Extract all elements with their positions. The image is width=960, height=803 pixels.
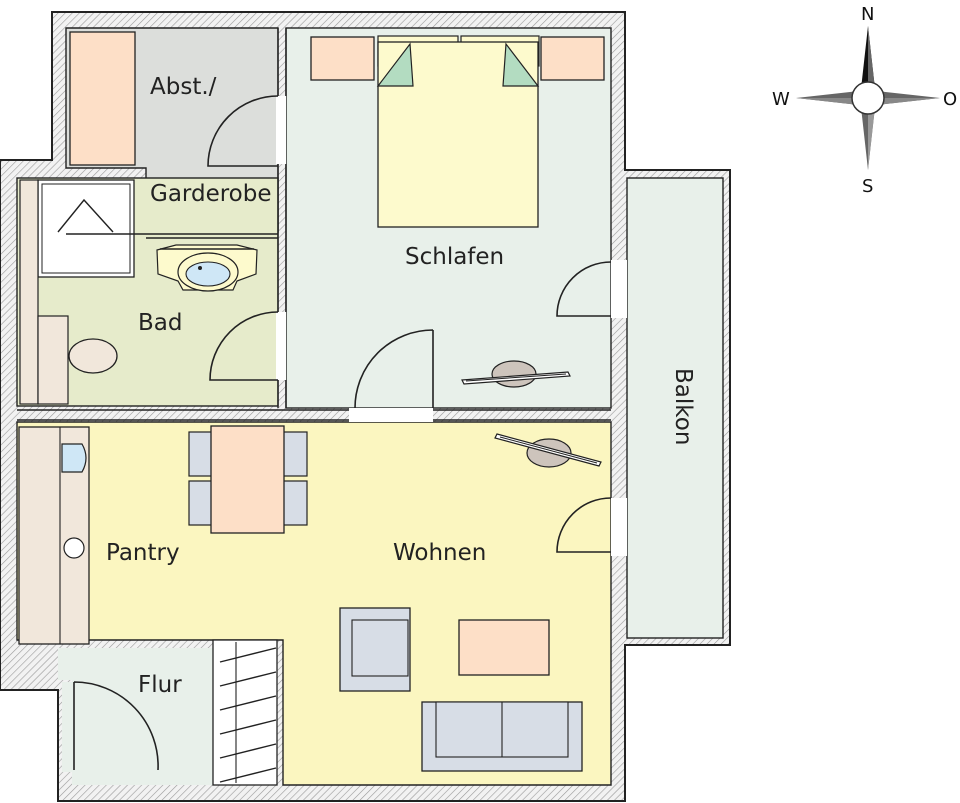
compass-s: S: [862, 176, 873, 197]
wardrobe: [212, 639, 278, 786]
hallway-wardrobe: [212, 639, 278, 786]
compass-o: O: [943, 89, 957, 110]
duvet-corner-right: [502, 42, 540, 87]
label-balkon: Balkon: [670, 368, 696, 445]
nightstand-right: [540, 36, 605, 81]
chair-top-right: [282, 431, 308, 477]
storage-shelf: [69, 31, 136, 166]
living-furniture: [188, 425, 602, 772]
label-abstellraum: Abst./: [150, 74, 217, 100]
coffee-table: [458, 619, 550, 676]
compass-n: N: [861, 4, 874, 25]
hob-burner: [63, 537, 85, 559]
label-wohnen: Wohnen: [393, 540, 486, 566]
wohnen-floor: [16, 421, 612, 786]
compass-w: W: [772, 89, 790, 110]
dining-table: [210, 425, 285, 534]
toilet-bowl: [68, 338, 118, 374]
shower-tray: [37, 179, 135, 278]
bathroom-fixtures: [19, 179, 258, 405]
kitchen-sink: [61, 443, 87, 473]
nightstand-left: [310, 36, 375, 81]
duvet-corner-left: [376, 42, 414, 87]
toilet-cistern: [37, 315, 69, 405]
room-labels: Abst./ Garderobe Schlafen Bad Pantry Woh…: [106, 74, 696, 698]
label-flur: Flur: [138, 672, 182, 698]
pantry-kitchen: [18, 426, 90, 645]
bathroom-counter: [19, 179, 39, 405]
compass-rose: N S W O: [772, 4, 957, 197]
label-garderobe: Garderobe: [150, 181, 272, 207]
chair-bottom-right: [282, 480, 308, 526]
bedroom-furniture: [310, 35, 605, 388]
plant-pot-bedroom: [491, 360, 537, 388]
partition-lines: [17, 28, 611, 421]
door-swings: [73, 95, 612, 771]
chair-bottom-left: [188, 480, 214, 526]
label-bad: Bad: [138, 310, 182, 336]
label-schlafen: Schlafen: [405, 244, 504, 270]
chair-top-left: [188, 431, 214, 477]
balkon-floor: [626, 177, 724, 639]
door-openings: [62, 96, 627, 772]
label-pantry: Pantry: [106, 540, 180, 566]
